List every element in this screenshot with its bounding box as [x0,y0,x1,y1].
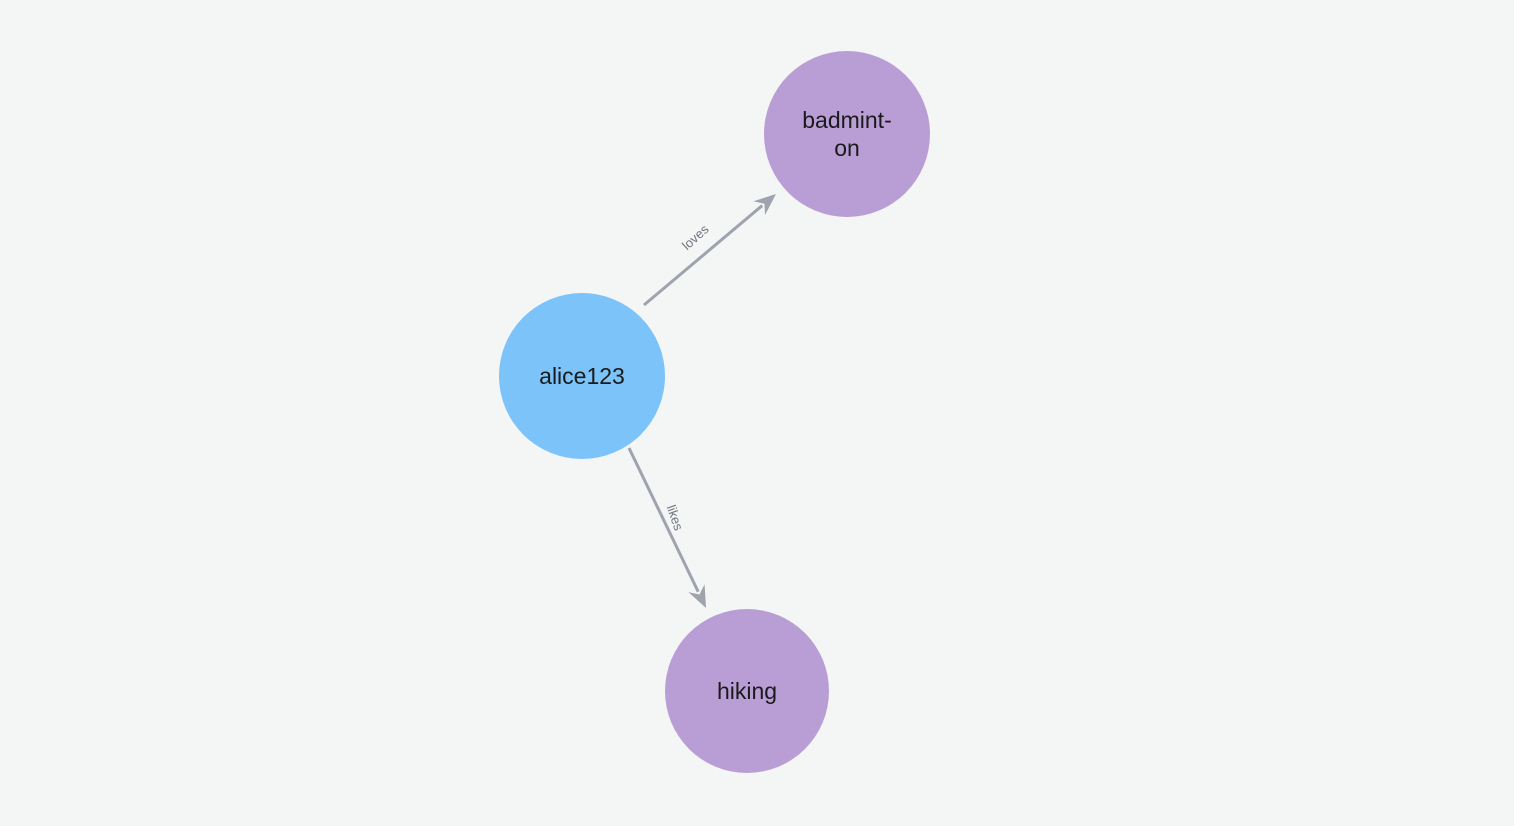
edge-alice123-likes-hiking[interactable]: likes [627,447,706,608]
edge-line [627,447,700,593]
edge-alice123-loves-badminton[interactable]: loves [643,194,776,307]
arrowhead-icon [688,584,706,608]
edge-label-loves: loves [679,221,712,253]
node-hiking[interactable]: hiking [665,609,829,773]
node-group: badmint- on alice123 hiking [499,51,930,773]
node-alice123-circle[interactable] [499,293,665,459]
node-hiking-circle[interactable] [665,609,829,773]
edge-line [643,204,764,307]
arrowhead-icon [753,194,776,215]
node-badminton-circle[interactable] [764,51,930,217]
node-alice123[interactable]: alice123 [499,293,665,459]
node-badminton[interactable]: badmint- on [764,51,930,217]
